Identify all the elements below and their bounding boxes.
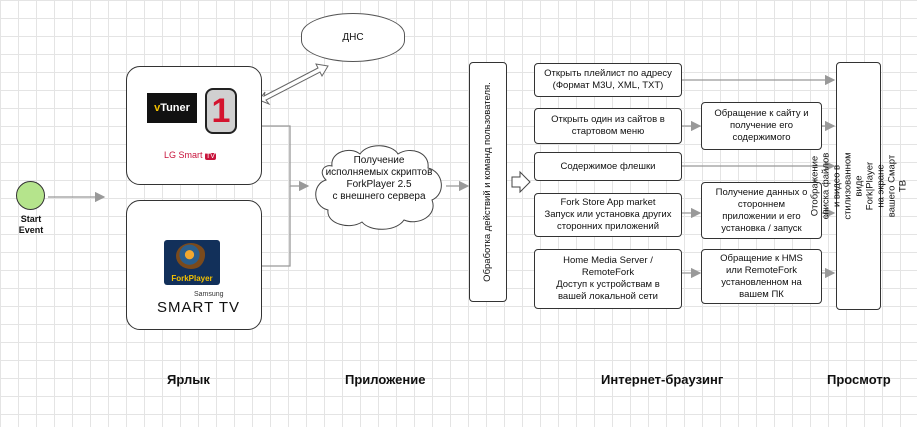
flash-drive-box: Содержимое флешки — [534, 152, 682, 181]
hms-request-label: Обращение к HMS или RemoteFork установле… — [720, 252, 803, 300]
start-menu-site-box: Открыть один из сайтов в стартовом меню — [534, 108, 682, 144]
view-label: Отображение списка файлов и видео в стил… — [809, 152, 908, 220]
lane-label-app: Приложение — [345, 372, 426, 387]
dns-node: ДНС — [301, 13, 405, 62]
lg-smart-text: LG Smart — [164, 150, 203, 160]
forkplayer-logo: ForkPlayer — [164, 240, 220, 285]
processing-label: Обработка действий и команд пользователя… — [482, 82, 493, 282]
one-logo-digit: 1 — [211, 92, 231, 130]
start-event-circle — [16, 181, 45, 210]
app-install-box: Получение данных о стороннем приложении … — [701, 182, 822, 239]
edge-samsung-to-cloud — [262, 186, 291, 267]
samsung-brand-label: Samsung — [194, 291, 224, 298]
forkplayer-logo-text: ForkPlayer — [171, 274, 213, 283]
start-event-label: Start Event — [18, 214, 44, 235]
edge-lg-dns-double-arrow — [258, 63, 329, 106]
site-fetch-box: Обращение к сайту и получение его содерж… — [701, 102, 822, 150]
processing-box: Обработка действий и команд пользователя… — [469, 62, 507, 302]
vtuner-text: Tuner — [160, 102, 190, 114]
lane-label-view: Просмотр — [827, 372, 891, 387]
home-media-server-label: Home Media Server / RemoteFork Доступ к … — [556, 255, 660, 302]
playlist-label: Открыть плейлист по адресу (Формат M3U, … — [544, 68, 672, 91]
start-menu-site-label: Открыть один из сайтов в стартовом меню — [551, 114, 665, 137]
lg-shortcut-box — [126, 66, 262, 185]
dns-label: ДНС — [342, 32, 364, 43]
fork-store-label: Fork Store App market Запуск или установ… — [544, 197, 672, 232]
site-fetch-label: Обращение к сайту и получение его содерж… — [714, 108, 809, 143]
smart-tv-logo: SMART TV — [157, 299, 241, 316]
lg-tv-badge: TV — [205, 153, 216, 160]
edge-processing-to-browsing-arrow — [511, 170, 531, 194]
playlist-box: Открыть плейлист по адресу (Формат M3U, … — [534, 63, 682, 97]
hms-request-box: Обращение к HMS или RemoteFork установле… — [701, 249, 822, 304]
lane-label-shortcut: Ярлык — [167, 372, 210, 387]
script-cloud-label: Получение исполняемых скриптов ForkPlaye… — [325, 155, 433, 202]
home-media-server-box: Home Media Server / RemoteFork Доступ к … — [534, 249, 682, 309]
edge-lg-to-cloud — [262, 125, 310, 192]
view-box: Отображение списка файлов и видео в стил… — [809, 62, 908, 310]
fork-store-box: Fork Store App market Запуск или установ… — [534, 193, 682, 237]
flash-drive-label: Содержимое флешки — [560, 160, 656, 172]
lane-label-browsing: Интернет-браузинг — [601, 372, 724, 387]
app-install-label: Получение данных о стороннем приложении … — [715, 186, 808, 234]
vtuner-v: v — [154, 102, 161, 114]
script-cloud-shape — [315, 145, 442, 230]
one-logo: 1 — [205, 88, 237, 134]
lg-smart-tv-logo: LG Smart TV — [164, 150, 216, 160]
forkplayer-logo-graphic — [176, 243, 206, 269]
